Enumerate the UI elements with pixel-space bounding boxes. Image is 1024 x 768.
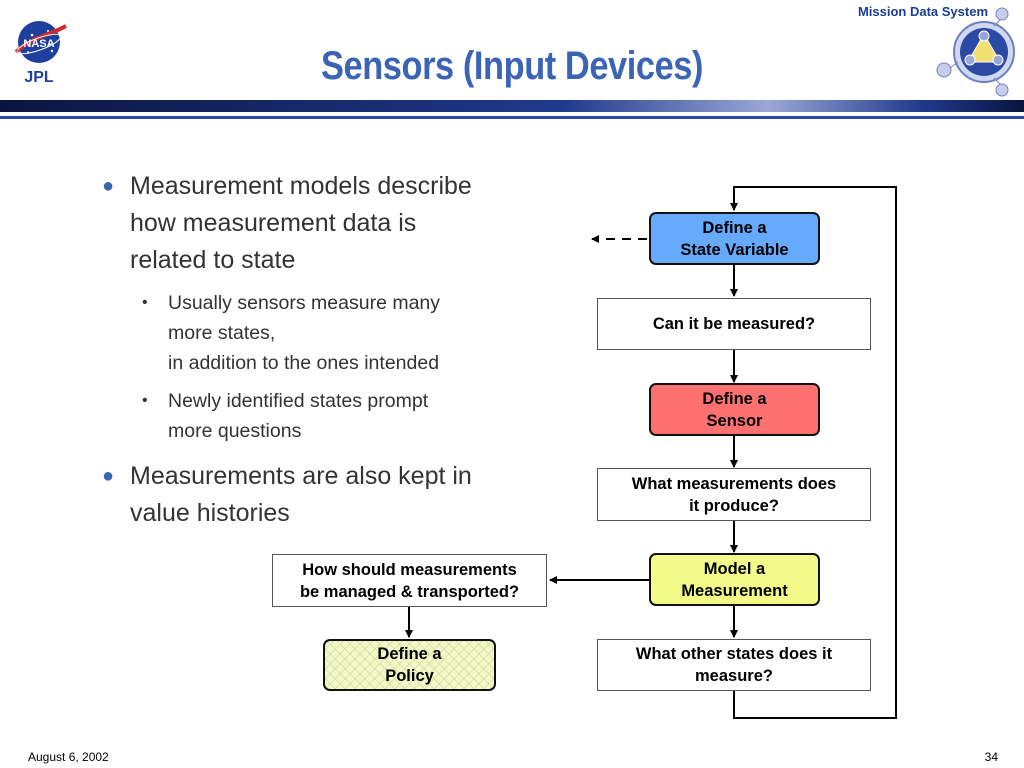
sub-bullet-dot-icon: • — [142, 392, 148, 409]
header-rule-dark — [0, 100, 1024, 112]
define-policy-box: Define a Policy — [323, 639, 496, 691]
how-managed-box: How should measurements be managed & tra… — [272, 554, 547, 607]
bullet-2: ● Measurements are also kept in value hi… — [102, 458, 472, 532]
svg-text:NASA: NASA — [23, 38, 54, 50]
sub-bullet-2-line: more questions — [168, 420, 302, 442]
sub-bullet-dot-icon: • — [142, 294, 148, 311]
define-sensor-box: Define a Sensor — [649, 383, 820, 436]
nasa-jpl-logo: NASA JPL — [8, 14, 70, 86]
sub-bullet-2-line: Newly identified states prompt — [168, 390, 429, 412]
sub-bullet-1: • Usually sensors measure many more stat… — [142, 288, 440, 378]
bullet-1-line: Measurement models describe — [130, 172, 472, 200]
page-number: 34 — [984, 750, 998, 764]
sub-bullet-1-line: in addition to the ones intended — [168, 352, 440, 374]
footer-date: August 6, 2002 — [28, 750, 109, 764]
bullet-2-line: value histories — [130, 499, 290, 527]
define-state-variable-box: Define a State Variable — [649, 212, 820, 265]
model-measurement-box: Model a Measurement — [649, 553, 820, 606]
bullet-1-line: how measurement data is — [130, 209, 417, 237]
bullet-1: ● Measurement models describe how measur… — [102, 168, 472, 279]
header-rule-light — [0, 116, 1024, 119]
sub-bullet-1-line: more states, — [168, 322, 276, 344]
bullet-1-line: related to state — [130, 246, 296, 274]
bullet-2-line: Measurements are also kept in — [130, 462, 472, 490]
sub-bullet-1-line: Usually sensors measure many — [168, 292, 441, 314]
can-it-be-measured-box: Can it be measured? — [597, 298, 871, 350]
svg-text:JPL: JPL — [24, 69, 54, 86]
what-other-states-box: What other states does it measure? — [597, 639, 871, 691]
bullet-dot-icon: ● — [102, 465, 115, 487]
what-measurements-box: What measurements does it produce? — [597, 468, 871, 521]
mds-brand-label: Mission Data System — [857, 4, 988, 19]
mds-emblem-icon — [934, 6, 1016, 98]
sub-bullet-2: • Newly identified states prompt more qu… — [142, 386, 428, 446]
page-title: Sensors (Input Devices) — [320, 44, 704, 88]
bullet-dot-icon: ● — [102, 175, 115, 197]
